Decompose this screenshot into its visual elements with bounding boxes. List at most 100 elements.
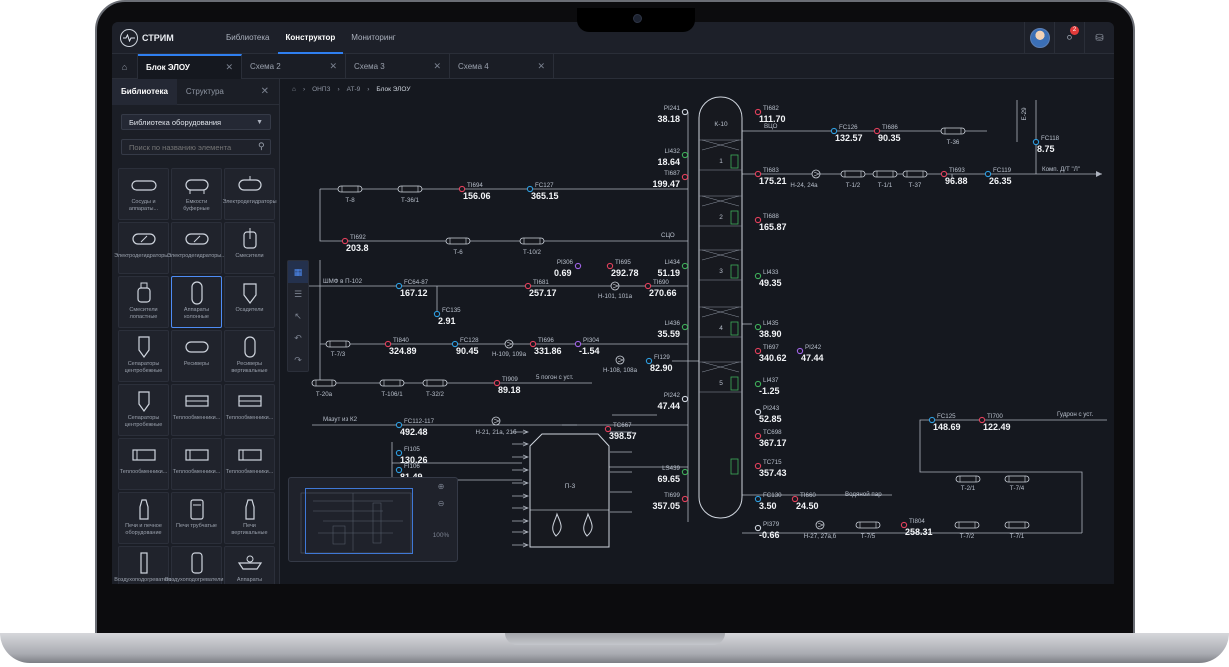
instrument-point[interactable] — [395, 449, 403, 457]
list-tool-button[interactable]: ☰ — [288, 283, 308, 305]
close-icon[interactable]: ✕ — [225, 62, 233, 72]
heat-exchanger-icon[interactable] — [445, 237, 471, 245]
instrument-point[interactable] — [458, 185, 466, 193]
instrument-point[interactable] — [754, 323, 762, 331]
library-item[interactable]: Теплообменники... — [224, 438, 275, 490]
undo-button[interactable]: ↶ — [288, 327, 308, 349]
instrument-point[interactable] — [529, 340, 537, 348]
layers-tool-button[interactable]: ▦ — [288, 261, 308, 283]
zoom-out-icon[interactable]: ⊖ — [437, 499, 445, 508]
instrument-point[interactable] — [395, 282, 403, 290]
library-item[interactable]: Ресиверы — [171, 330, 222, 382]
instrument-point[interactable] — [830, 127, 838, 135]
heat-exchanger-icon[interactable] — [397, 185, 423, 193]
instrument-point[interactable] — [1032, 138, 1040, 146]
library-item[interactable]: Теплообменники... — [118, 438, 169, 490]
search-icon[interactable]: ⚲ — [258, 141, 265, 151]
library-item[interactable]: Электродегидраторы — [222, 168, 277, 220]
select-tool-button[interactable]: ↖ — [288, 305, 308, 327]
breadcrumb-item[interactable]: АТ-9 — [346, 86, 361, 93]
element-search-input[interactable] — [121, 139, 271, 155]
home-icon[interactable]: ⌂ — [292, 86, 296, 93]
instrument-point[interactable] — [900, 521, 908, 529]
app-logo[interactable]: СТРИМ — [120, 29, 174, 47]
instrument-point[interactable] — [681, 151, 689, 159]
instrument-point[interactable] — [606, 262, 614, 270]
heat-exchanger-icon[interactable] — [325, 340, 351, 348]
instrument-point[interactable] — [644, 282, 652, 290]
library-item[interactable]: Аппараты воздушного... — [224, 546, 275, 584]
instrument-point[interactable] — [681, 495, 689, 503]
instrument-point[interactable] — [754, 408, 762, 416]
instrument-point[interactable] — [754, 432, 762, 440]
heat-exchanger-icon[interactable] — [902, 170, 928, 178]
user-avatar-cell[interactable] — [1024, 22, 1054, 54]
close-icon[interactable]: ✕ — [433, 61, 441, 71]
nav-item-constructor[interactable]: Конструктор — [277, 22, 344, 54]
close-icon[interactable]: ✕ — [537, 61, 545, 71]
instrument-point[interactable] — [574, 340, 582, 348]
library-item[interactable]: Электродегидраторы... — [114, 222, 173, 274]
instrument-point[interactable] — [493, 379, 501, 387]
library-item[interactable]: Воздухоподогреватели... — [165, 546, 228, 584]
library-item[interactable]: Теплообменники... — [171, 384, 222, 436]
library-item[interactable]: Воздухоподогреватели — [114, 546, 173, 584]
heat-exchanger-icon[interactable] — [337, 185, 363, 193]
instrument-point[interactable] — [754, 462, 762, 470]
breadcrumb-item[interactable]: ОНПЗ — [312, 86, 331, 93]
instrument-point[interactable] — [754, 170, 762, 178]
instrument-point[interactable] — [754, 108, 762, 116]
column-k10-vessel[interactable] — [698, 96, 743, 519]
instrument-point[interactable] — [395, 421, 403, 429]
library-item[interactable]: Теплообменники... — [224, 384, 275, 436]
instrument-point[interactable] — [754, 380, 762, 388]
instrument-point[interactable] — [395, 466, 403, 474]
instrument-point[interactable] — [433, 310, 441, 318]
nav-item-library[interactable]: Библиотека — [226, 33, 270, 42]
heat-exchanger-icon[interactable] — [840, 170, 866, 178]
nav-item-monitoring[interactable]: Мониторинг — [351, 33, 396, 42]
zoom-in-icon[interactable]: ⊕ — [437, 482, 445, 491]
instrument-point[interactable] — [681, 108, 689, 116]
database-button[interactable]: ⛁ — [1084, 22, 1114, 54]
heat-exchanger-icon[interactable] — [311, 379, 337, 387]
heat-exchanger-icon[interactable] — [1004, 475, 1030, 483]
library-item[interactable]: Аппараты колонные — [171, 276, 222, 328]
library-item[interactable]: Сепараторы центробежные — [118, 384, 169, 436]
notifications-button[interactable]: ⚪ 2 — [1054, 22, 1084, 54]
tab-blok-elou[interactable]: Блок ЭЛОУ✕ — [138, 54, 242, 79]
library-item[interactable]: Смесители лопастные — [118, 276, 169, 328]
instrument-point[interactable] — [681, 323, 689, 331]
instrument-point[interactable] — [384, 340, 392, 348]
instrument-point[interactable] — [754, 347, 762, 355]
instrument-point[interactable] — [681, 173, 689, 181]
library-item[interactable]: Осадители — [224, 276, 275, 328]
heat-exchanger-icon[interactable] — [955, 475, 981, 483]
tab-schema-2[interactable]: Схема 2✕ — [242, 54, 346, 79]
library-select[interactable]: Библиотека оборудования▼ — [121, 114, 271, 130]
minimap[interactable] — [288, 477, 458, 562]
close-icon[interactable]: ✕ — [329, 61, 337, 71]
library-item[interactable]: Печи трубчатые — [171, 492, 222, 544]
library-item[interactable]: Сепараторы центробежные — [118, 330, 169, 382]
heat-exchanger-icon[interactable] — [855, 521, 881, 529]
instrument-point[interactable] — [928, 416, 936, 424]
heat-exchanger-icon[interactable] — [379, 379, 405, 387]
library-item[interactable]: Емкости буферные — [171, 168, 222, 220]
instrument-point[interactable] — [754, 524, 762, 532]
instrument-point[interactable] — [754, 495, 762, 503]
heat-exchanger-icon[interactable] — [519, 237, 545, 245]
panel-tab-library[interactable]: Библиотека — [112, 78, 177, 105]
tab-schema-4[interactable]: Схема 4✕ — [450, 54, 554, 79]
library-item[interactable]: Печи вертикальные — [224, 492, 275, 544]
panel-tab-structure[interactable]: Структура — [185, 86, 224, 96]
instrument-point[interactable] — [791, 495, 799, 503]
avatar[interactable] — [1029, 28, 1050, 48]
instrument-point[interactable] — [526, 185, 534, 193]
minimap-viewport[interactable] — [305, 488, 413, 554]
instrument-point[interactable] — [796, 347, 804, 355]
instrument-point[interactable] — [873, 127, 881, 135]
instrument-point[interactable] — [604, 425, 612, 433]
instrument-point[interactable] — [524, 282, 532, 290]
